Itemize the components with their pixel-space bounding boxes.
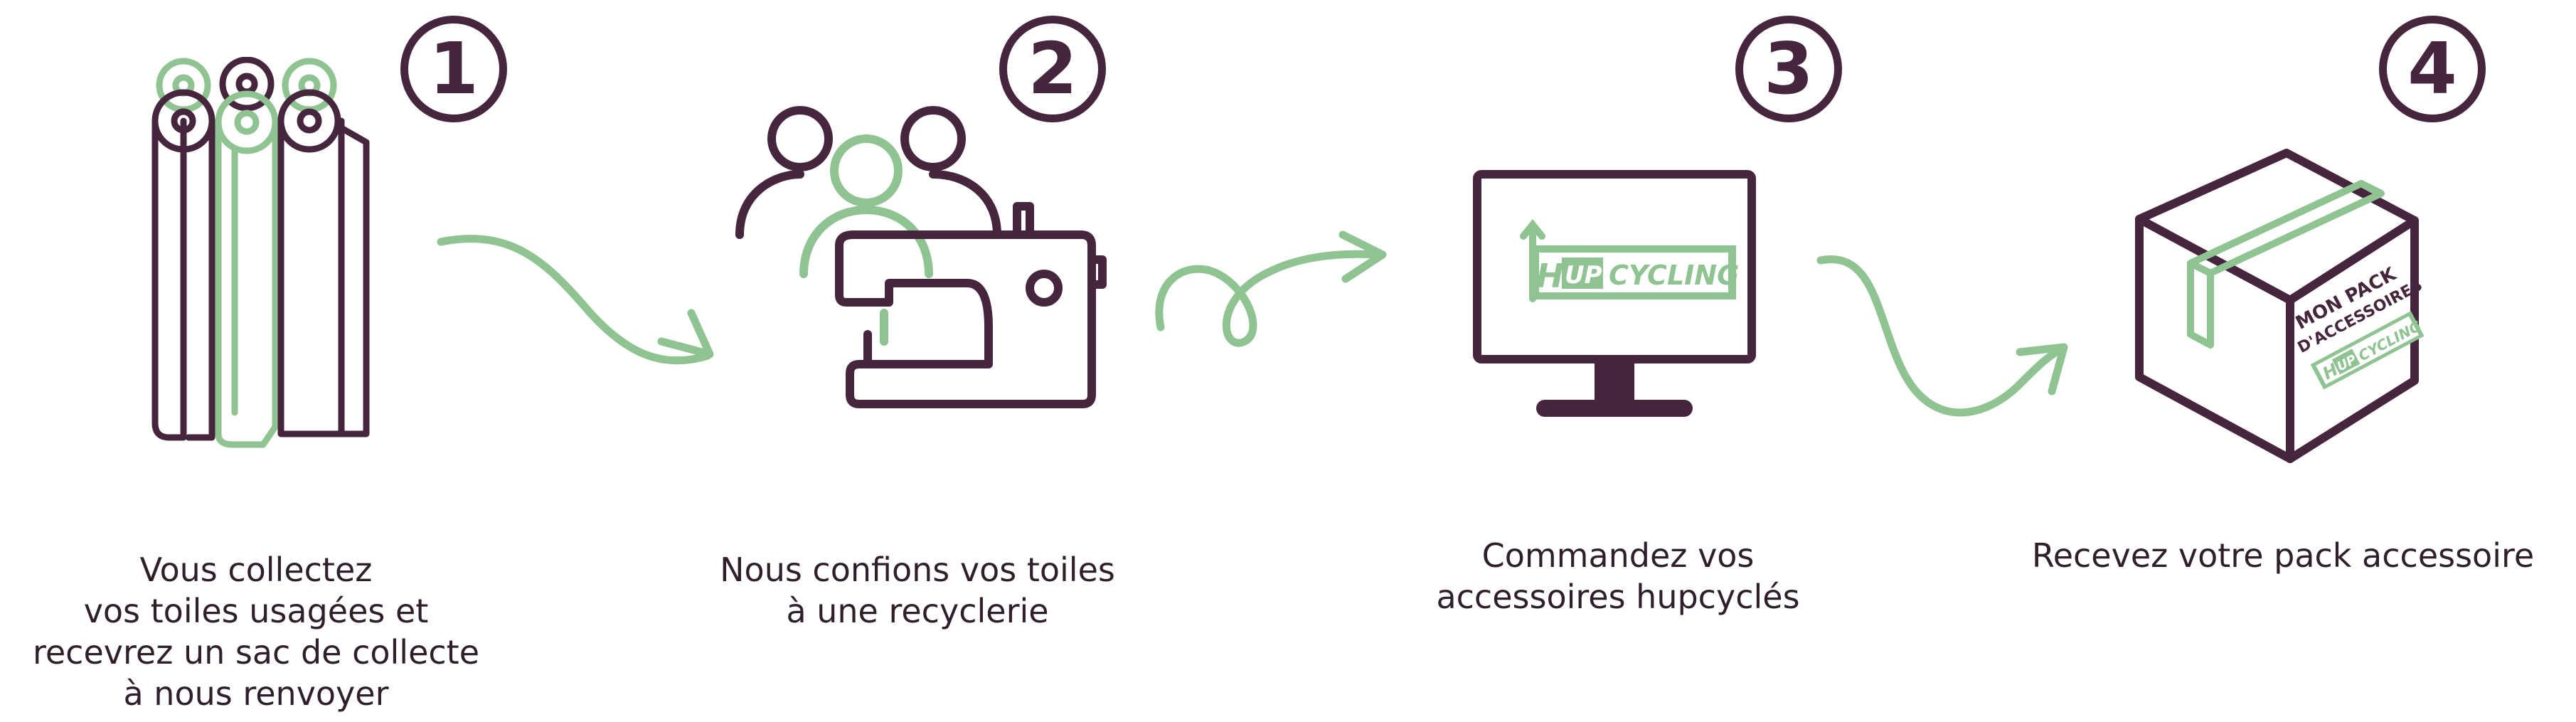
step-1-caption: Vous collectez vos toiles usagées et rec… (0, 549, 512, 714)
step-2-caption: Nous confions vos toiles à une recycleri… (661, 549, 1173, 632)
step-3-caption: Commandez vos accessoires hupcyclés (1362, 535, 1874, 617)
step-1-caption-line-2: vos toiles usagées et (83, 592, 429, 630)
step-4-number: 4 (2379, 16, 2486, 122)
logo-letter: H (1536, 257, 1564, 295)
package-box-icon: MON PACK D'ACCESSOIRES H UP CYCLING (2135, 149, 2425, 463)
step-2-caption-line-1: Nous confions vos toiles (720, 551, 1115, 589)
step-3-caption-line-2: accessoires hupcyclés (1436, 578, 1800, 616)
step-1-caption-line-4: à nous renvoyer (123, 674, 389, 713)
logo-up: UP (1565, 261, 1602, 290)
step-1-caption-line-1: Vous collectez (139, 551, 373, 589)
step-4-caption: Recevez votre pack accessoire (1991, 535, 2575, 576)
computer-monitor-icon: H UP CYCLING (1473, 170, 1756, 417)
arrow-1-icon (437, 235, 714, 365)
hupcycling-logo: H UP CYCLING (1520, 219, 1739, 302)
step-1-number: 1 (400, 16, 507, 122)
step-3-caption-line-1: Commandez vos (1481, 536, 1755, 575)
step-4-caption-line-1: Recevez votre pack accessoire (2031, 536, 2535, 575)
fabric-rolls-icon (151, 57, 370, 448)
people-sewing-machine-icon (735, 106, 1107, 408)
step-3-number: 3 (1735, 16, 1842, 122)
step-2-caption-line-2: à une recyclerie (786, 592, 1049, 630)
step-2-number: 2 (999, 16, 1106, 122)
step-1-caption-line-3: recevrez un sac de collecte (32, 633, 480, 671)
arrow-3-icon (1816, 255, 2068, 417)
arrow-2-icon (1155, 230, 1387, 347)
logo-cycling: CYCLING (1609, 260, 1739, 291)
